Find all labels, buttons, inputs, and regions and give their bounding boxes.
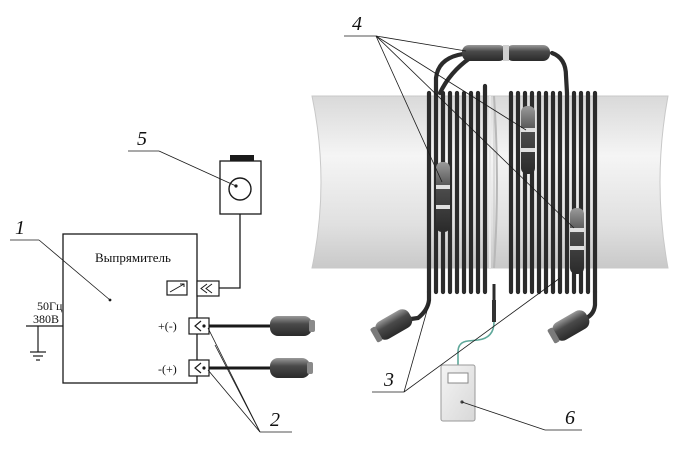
weld-seam: [493, 95, 498, 269]
pipe-left-section: [311, 95, 495, 269]
temperature-meter: [440, 364, 476, 422]
callout-1: 1: [10, 217, 111, 301]
callout-6-label: 6: [565, 407, 575, 429]
output-plug-negative: [270, 358, 313, 378]
cable-end-plug-left: [370, 309, 413, 343]
callout-2-label: 2: [270, 409, 280, 431]
callout-3-label: 3: [383, 369, 394, 391]
terminal-positive: +(-): [158, 317, 272, 335]
output-plug-positive: [270, 316, 315, 336]
heating-cable-coil-right: [508, 90, 598, 323]
dial-icon: [228, 177, 252, 201]
input-frequency: 50Гц: [37, 299, 63, 313]
callout-5: 5: [128, 128, 237, 187]
terminal-negative-label: -(+): [158, 362, 177, 376]
terminal-positive-label: +(-): [158, 319, 177, 333]
terminal-negative: -(+): [158, 359, 272, 377]
inline-connector-left: [436, 162, 450, 232]
inline-connector-mid: [521, 106, 535, 174]
rectifier-icon: [166, 280, 188, 296]
callout-2: 2: [207, 327, 292, 433]
heating-cable-coil-left: [401, 83, 488, 323]
control-output-terminal: [196, 214, 241, 297]
pipe: [311, 95, 669, 269]
callout-5-label: 5: [137, 128, 147, 150]
rectifier-unit: Выпрямитель: [62, 233, 198, 384]
temperature-probe: [457, 284, 496, 366]
power-input: 50Гц 380В: [26, 299, 63, 352]
rectifier-title: Выпрямитель: [95, 250, 171, 265]
inline-connector-right: [570, 208, 584, 274]
callout-6: 6: [461, 401, 582, 431]
callout-3: 3: [372, 277, 561, 393]
callout-1-label: 1: [15, 217, 25, 239]
ground-icon: [30, 351, 46, 361]
top-connector: [462, 45, 550, 61]
cable-end-plug-right: [547, 310, 590, 344]
callout-4: 4: [344, 13, 575, 229]
input-voltage: 380В: [33, 312, 59, 326]
callout-4-label: 4: [352, 13, 362, 35]
